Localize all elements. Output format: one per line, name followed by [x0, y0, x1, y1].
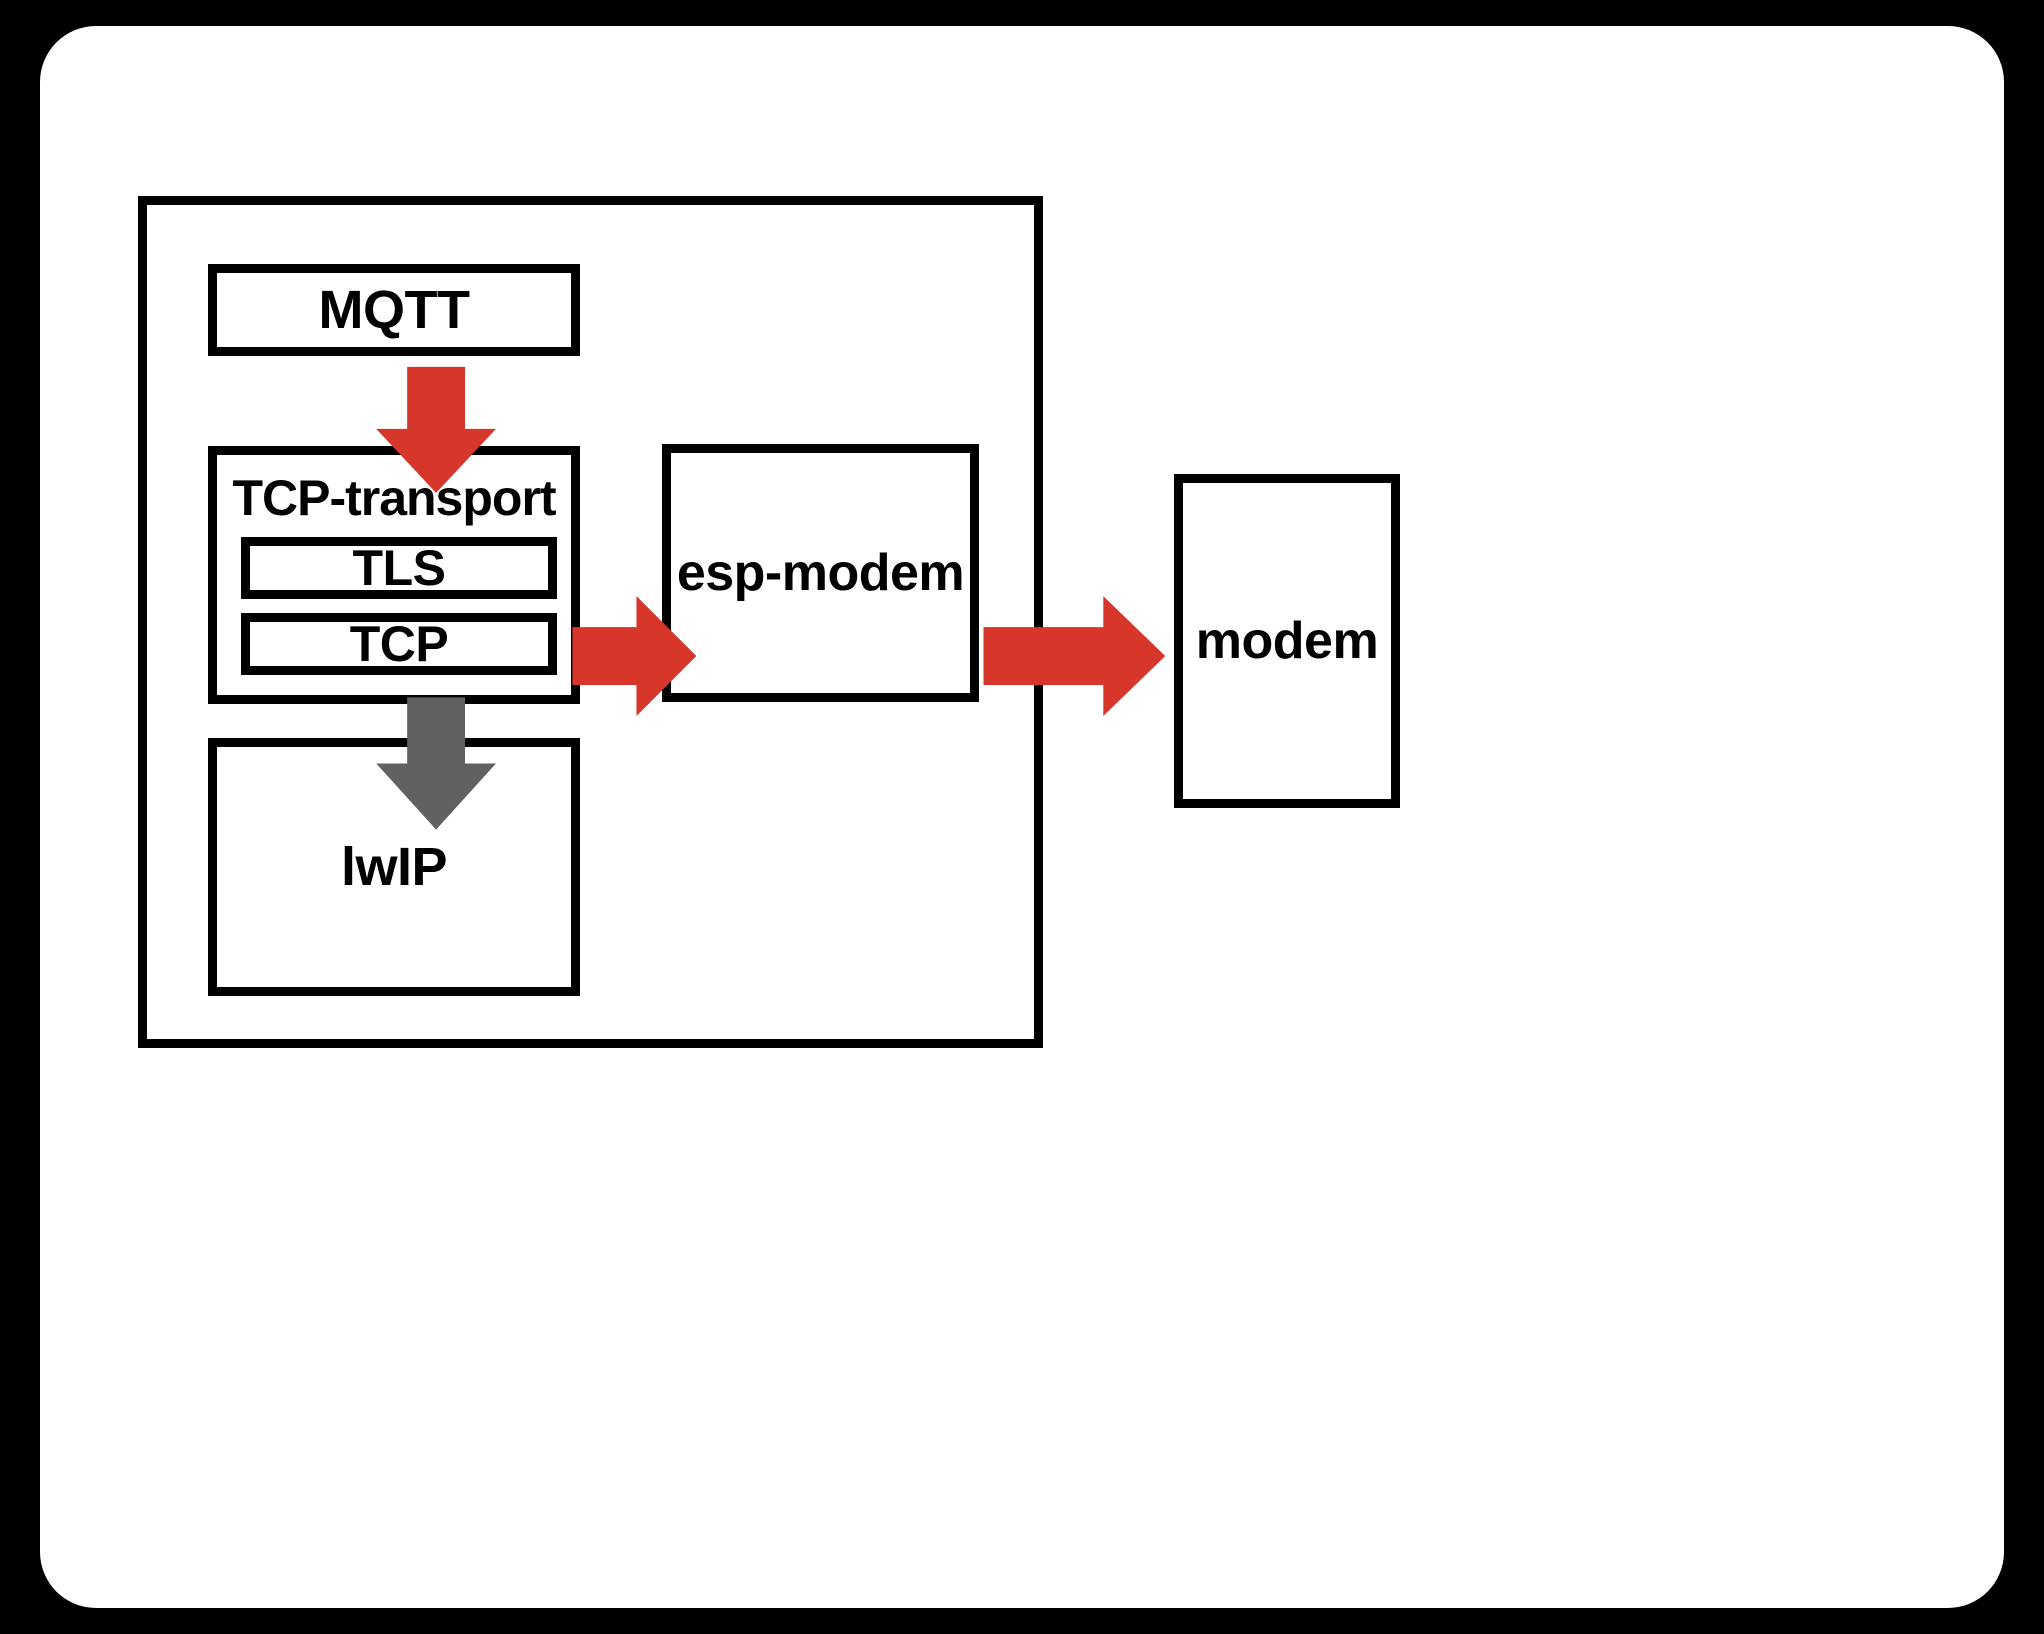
- mqtt-box[interactable]: MQTT: [208, 264, 580, 356]
- mqtt-label: MQTT: [318, 280, 470, 340]
- modem-box[interactable]: modem: [1174, 474, 1400, 808]
- tcp-label: TCP: [349, 616, 449, 672]
- modem-label: modem: [1195, 612, 1379, 670]
- diagram-canvas: MQTT TCP-transport TLS TCP lwIP esp-mode…: [40, 26, 2004, 1608]
- tcp-transport-box[interactable]: TCP-transport TLS TCP: [208, 446, 580, 704]
- tcp-transport-label: TCP-transport: [232, 470, 556, 526]
- tcp-box[interactable]: TCP: [241, 613, 557, 675]
- esp-modem-box[interactable]: esp-modem: [662, 444, 979, 702]
- lwip-box[interactable]: lwIP: [208, 738, 580, 996]
- tls-box[interactable]: TLS: [241, 537, 557, 599]
- tls-label: TLS: [352, 540, 446, 596]
- lwip-label: lwIP: [340, 837, 448, 897]
- esp-modem-label: esp-modem: [676, 544, 965, 602]
